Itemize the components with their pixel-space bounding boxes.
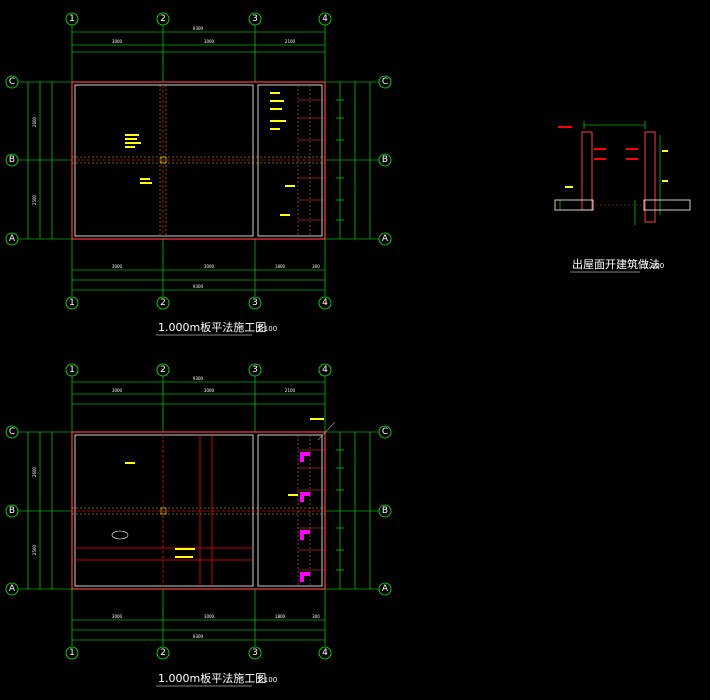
lower-grid-label-B-right: B bbox=[382, 506, 388, 516]
upper-plan-scale: 1:100 bbox=[257, 325, 277, 333]
lower-bottom-dim-1: 3000 bbox=[112, 614, 123, 619]
lower-grid-label-3-bottom: 3 bbox=[252, 648, 258, 658]
detail-scale: 1:100 bbox=[644, 262, 664, 270]
upper-stair-steps bbox=[298, 99, 325, 221]
lower-grid-label-B-left: B bbox=[9, 506, 15, 516]
lower-grid-label-2-top: 2 bbox=[160, 365, 166, 375]
lower-left-dim-2: 2500 bbox=[32, 544, 37, 555]
lower-bottom-dimensions bbox=[71, 589, 326, 646]
lower-bottom-grid-bubbles: 1 2 3 4 bbox=[65, 646, 332, 660]
lower-bottom-dim-4: 300 bbox=[312, 614, 320, 619]
lower-floor-plan: 1 2 3 4 9300 3000 3000 2100 C B A bbox=[5, 363, 392, 687]
upper-bottom-dimensions bbox=[71, 239, 326, 296]
lower-top-dimensions bbox=[71, 376, 326, 432]
grid-label-C-left: C bbox=[9, 77, 15, 87]
lower-grid-label-4-bottom: 4 bbox=[322, 648, 328, 658]
detail-title: 出屋面开建筑做法 bbox=[572, 257, 660, 271]
grid-label-2-top: 2 bbox=[160, 14, 166, 24]
upper-top-dim-3: 2100 bbox=[285, 39, 296, 44]
lower-magenta-markers bbox=[300, 452, 310, 582]
upper-top-dim-total: 9300 bbox=[193, 26, 204, 31]
lower-bottom-dim-3: 1800 bbox=[275, 614, 286, 619]
lower-plan-title: 1.000m板平法施工图 bbox=[158, 671, 266, 685]
grid-label-A-left: A bbox=[9, 234, 16, 244]
lower-bottom-dim-total: 9300 bbox=[193, 634, 204, 639]
grid-label-A-right: A bbox=[382, 234, 389, 244]
upper-left-dimensions bbox=[18, 81, 72, 240]
upper-bottom-dim-4: 300 bbox=[312, 264, 320, 269]
lower-stair-steps bbox=[298, 449, 325, 571]
upper-top-dim-1: 3000 bbox=[112, 39, 123, 44]
upper-right-dimensions bbox=[325, 81, 379, 240]
grid-label-4-bottom: 4 bbox=[322, 298, 328, 308]
lower-plan-structure bbox=[71, 431, 326, 590]
lower-grid-label-A-right: A bbox=[382, 584, 389, 594]
lower-top-dim-2: 3000 bbox=[204, 388, 215, 393]
lower-top-dim-total: 9300 bbox=[193, 376, 204, 381]
lower-rebar-annotations bbox=[125, 418, 324, 558]
roof-opening-detail: 出屋面开建筑做法 1:100 bbox=[554, 121, 691, 273]
lower-grid-label-C-left: C bbox=[9, 427, 15, 437]
upper-floor-plan: 1 2 3 4 9300 3000 3000 2100 C B bbox=[5, 12, 392, 336]
grid-label-2-bottom: 2 bbox=[160, 298, 166, 308]
lower-grid-label-1-top: 1 bbox=[69, 365, 75, 375]
lower-bottom-dim-2: 3000 bbox=[204, 614, 215, 619]
lower-top-dim-1: 3000 bbox=[112, 388, 123, 393]
lower-grid-label-A-left: A bbox=[9, 584, 16, 594]
upper-top-dimensions bbox=[71, 25, 326, 82]
lower-grid-label-C-right: C bbox=[382, 427, 388, 437]
lower-grid-label-4-top: 4 bbox=[322, 365, 328, 375]
grid-label-1-bottom: 1 bbox=[69, 298, 75, 308]
grid-label-4-top: 4 bbox=[322, 14, 328, 24]
upper-rebar-annotations bbox=[125, 92, 295, 216]
lower-grid-label-3-top: 3 bbox=[252, 365, 258, 375]
grid-label-C-right: C bbox=[382, 77, 388, 87]
upper-bottom-dim-1: 3000 bbox=[112, 264, 123, 269]
grid-label-3-bottom: 3 bbox=[252, 298, 258, 308]
lower-right-dimensions bbox=[325, 431, 379, 590]
lower-grid-label-1-bottom: 1 bbox=[69, 648, 75, 658]
upper-bottom-dim-2: 3000 bbox=[204, 264, 215, 269]
lower-grid-label-2-bottom: 2 bbox=[160, 648, 166, 658]
upper-plan-title: 1.000m板平法施工图 bbox=[158, 320, 266, 334]
lower-top-dim-3: 2100 bbox=[285, 388, 296, 393]
upper-plan-structure bbox=[71, 81, 326, 240]
upper-top-dim-2: 3000 bbox=[204, 39, 215, 44]
grid-label-B-left: B bbox=[9, 155, 15, 165]
upper-bottom-dim-3: 1800 bbox=[275, 264, 286, 269]
grid-label-3-top: 3 bbox=[252, 14, 258, 24]
lower-plan-scale: 1:100 bbox=[257, 676, 277, 684]
upper-bottom-dim-total: 9300 bbox=[193, 284, 204, 289]
upper-bottom-grid-bubbles: 1 2 3 4 bbox=[65, 296, 332, 310]
lower-left-dim-1: 2600 bbox=[32, 466, 37, 477]
upper-left-dim-1: 2600 bbox=[32, 116, 37, 127]
lower-left-dimensions bbox=[18, 431, 72, 590]
grid-label-B-right: B bbox=[382, 155, 388, 165]
upper-left-dim-2: 2500 bbox=[32, 194, 37, 205]
grid-label-1-top: 1 bbox=[69, 14, 75, 24]
